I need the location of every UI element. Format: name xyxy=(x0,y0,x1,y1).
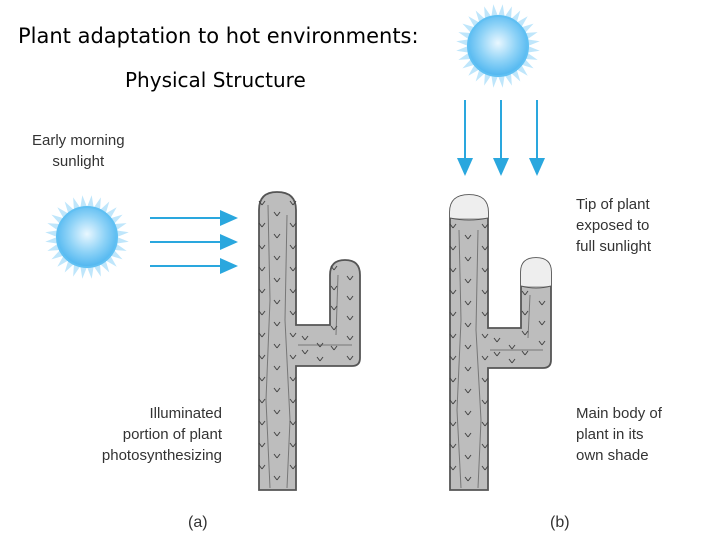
label-line: portion of plant xyxy=(122,426,222,443)
slide-title: Plant adaptation to hot environments: xyxy=(18,24,419,48)
label-line: plant in its xyxy=(576,426,644,443)
cactus-spines xyxy=(258,200,297,481)
morning-light-arrows xyxy=(150,210,238,274)
midday-light-arrows xyxy=(457,100,545,176)
sun-left-icon xyxy=(45,195,129,279)
tip-exposed-label: Tip of plant exposed to full sunlight xyxy=(576,194,651,257)
panel-a-label: (a) xyxy=(188,514,208,531)
sun-top-icon xyxy=(456,4,540,88)
label-line: Early morning xyxy=(32,132,125,149)
lit-tip-arm xyxy=(521,258,551,286)
illuminated-label: Illuminated portion of plant photosynthe… xyxy=(90,403,222,466)
cactus-b xyxy=(449,194,552,491)
label-line: sunlight xyxy=(52,153,105,170)
cactus-a xyxy=(258,191,361,491)
label-line: full sunlight xyxy=(576,238,652,255)
cactus-spines xyxy=(330,265,354,361)
cactus-spines xyxy=(521,290,546,356)
label-line: Main body of xyxy=(576,405,662,422)
label-line: exposed to xyxy=(576,217,650,234)
label-line: photosynthesizing xyxy=(101,447,222,464)
cactus-spines xyxy=(449,223,489,482)
main-body-label: Main body of plant in its own shade xyxy=(576,403,662,466)
label-line: Tip of plant xyxy=(576,196,650,213)
panel-b-label: (b) xyxy=(550,514,570,531)
slide-subtitle: Physical Structure xyxy=(125,68,306,92)
cactus-spines xyxy=(301,335,324,362)
label-line: Illuminated xyxy=(149,405,222,422)
lit-tip-main xyxy=(450,195,488,218)
early-morning-label: Early morning sunlight xyxy=(32,130,125,172)
label-line: own shade xyxy=(576,447,649,464)
cactus-spines xyxy=(493,337,516,364)
